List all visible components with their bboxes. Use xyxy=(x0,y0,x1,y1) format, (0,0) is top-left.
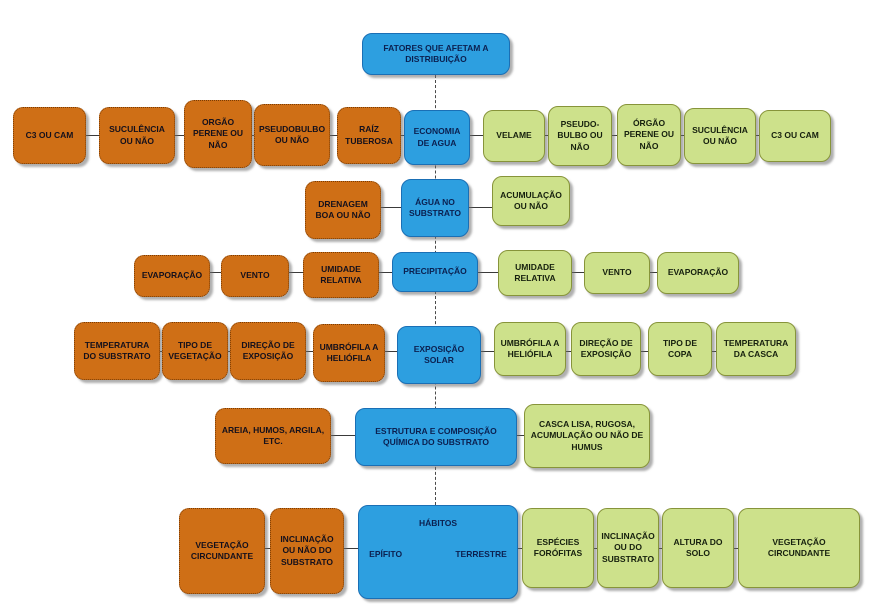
node-label: SUCULÊNCIA OU NÃO xyxy=(692,124,748,146)
node-acumulacao-ou-nao: ACUMULAÇÃO OU NÃO xyxy=(492,176,570,226)
node-fatores-que-afetam: FATORES QUE AFETAM A DISTRIBUIÇÃO xyxy=(362,33,510,75)
node-umbrofila-a-heliofila-left: UMBRÓFILA A HELIÓFILA xyxy=(313,324,385,382)
node-label: UMBRÓFILA A HELIÓFILA xyxy=(319,341,379,363)
node-label: VEGETAÇÃO CIRCUNDANTE xyxy=(767,536,831,558)
node-c3-ou-cam-left: C3 OU CAM xyxy=(13,107,86,164)
node-label: ÓRGÃO PERENE OU NÃO xyxy=(623,118,675,151)
node-label: ORGÃO PERENE OU NÃO xyxy=(192,117,244,150)
node-label: PSEUDO-BULBO OU NÃO xyxy=(557,119,603,152)
node-evaporacao-left: EVAPORAÇÃO xyxy=(134,255,210,297)
node-precipitacao: PRECIPITAÇÃO xyxy=(392,252,478,292)
node-vegetacao-circundante-left: VEGETAÇÃO CIRCUNDANTE xyxy=(179,508,265,594)
node-label: ECONOMIA DE AGUA xyxy=(413,126,461,148)
node-raiz-tuberosa: RAÍZ TUBEROSA xyxy=(337,107,401,164)
node-tipo-de-vegetacao: TIPO DE VEGETAÇÃO xyxy=(162,322,228,380)
node-label: TIPO DE COPA xyxy=(662,337,697,359)
node-label: ALTURA DO SOLO xyxy=(673,536,723,558)
node-c3-ou-cam-right: C3 OU CAM xyxy=(759,110,831,162)
node-areia-humos-argila: AREIA, HUMOS, ARGILA, ETC. xyxy=(215,408,331,464)
node-label: ACUMULAÇÃO OU NÃO xyxy=(500,189,562,211)
node-tipo-de-copa: TIPO DE COPA xyxy=(648,322,712,376)
node-label: VELAME xyxy=(496,130,532,141)
node-label: DIREÇÃO DE EXPOSIÇÃO xyxy=(579,337,633,359)
node-sublabel-row: EPÍFITO TERRESTRE xyxy=(367,549,509,560)
node-estrutura-e-composicao-quimica: ESTRUTURA E COMPOSIÇÃO QUÍMICA DO SUBSTR… xyxy=(355,408,517,466)
node-altura-do-solo: ALTURA DO SOLO xyxy=(662,508,734,588)
node-label: ÁGUA NO SUBSTRATO xyxy=(408,196,462,218)
node-label: INCLINAÇÃO OU NÃO DO SUBSTRATO xyxy=(280,534,334,567)
node-direcao-de-exposicao-left: DIREÇÃO DE EXPOSIÇÃO xyxy=(230,322,306,380)
node-label: C3 OU CAM xyxy=(771,130,819,141)
node-label: CASCA LISA, RUGOSA, ACUMULAÇÃO OU NÃO DE… xyxy=(530,419,644,452)
node-label: EXPOSIÇÃO SOLAR xyxy=(413,343,465,365)
node-label: PRECIPITAÇÃO xyxy=(403,266,467,277)
node-label: VENTO xyxy=(240,270,270,281)
node-inclinacao-ou-do-substrato: INCLINAÇÃO OU DO SUBSTRATO xyxy=(597,508,659,588)
node-label: PSEUDOBULBO OU NÃO xyxy=(258,123,326,145)
node-vento-right: VENTO xyxy=(584,252,650,294)
node-pseudo-bulbo-ou-nao-right: PSEUDO-BULBO OU NÃO xyxy=(548,106,612,166)
node-umbrofila-a-heliofila-right: UMBRÓFILA A HELIÓFILA xyxy=(494,322,566,376)
horizontal-connector-line xyxy=(230,548,810,549)
node-label: SUCULÊNCIA OU NÃO xyxy=(109,124,165,146)
node-label: TEMPERATURA DA CASCA xyxy=(723,337,789,359)
node-label: HÁBITOS xyxy=(418,518,458,528)
node-label: RAÍZ TUBEROSA xyxy=(345,124,393,146)
node-economia-de-agua: ECONOMIA DE AGUA xyxy=(404,110,470,165)
node-label: EVAPORAÇÃO xyxy=(141,270,203,281)
node-velame: VELAME xyxy=(483,110,545,162)
node-inclinacao-ou-nao-do-substrato: INCLINAÇÃO OU NÃO DO SUBSTRATO xyxy=(270,508,344,594)
node-label: FATORES QUE AFETAM A DISTRIBUIÇÃO xyxy=(383,42,489,64)
node-orgao-perene-ou-nao-left: ORGÃO PERENE OU NÃO xyxy=(184,100,252,168)
node-vento-left: VENTO xyxy=(221,255,289,297)
node-label: UMIDADE RELATIVA xyxy=(514,261,556,283)
node-drenagem-boa-ou-nao: DRENAGEM BOA OU NÃO xyxy=(305,181,381,239)
node-sublabel: TERRESTRE xyxy=(455,549,507,560)
node-exposicao-solar: EXPOSIÇÃO SOLAR xyxy=(397,326,481,384)
node-pseudobulbo-ou-nao-left: PSEUDOBULBO OU NÃO xyxy=(254,104,330,166)
node-label: TEMPERATURA DO SUBSTRATO xyxy=(83,339,151,361)
node-casca-lisa-rugosa: CASCA LISA, RUGOSA, ACUMULAÇÃO OU NÃO DE… xyxy=(524,404,650,468)
node-umidade-relativa-right: UMIDADE RELATIVA xyxy=(498,250,572,296)
node-suculencia-ou-nao-left: SUCULÊNCIA OU NÃO xyxy=(99,107,175,164)
node-label: UMIDADE RELATIVA xyxy=(320,263,362,285)
node-temperatura-da-casca: TEMPERATURA DA CASCA xyxy=(716,322,796,376)
node-agua-no-substrato: ÁGUA NO SUBSTRATO xyxy=(401,179,469,237)
node-suculencia-ou-nao-right: SUCULÊNCIA OU NÃO xyxy=(684,108,756,164)
node-label: DRENAGEM BOA OU NÃO xyxy=(315,198,371,220)
node-evaporacao-right: EVAPORAÇÃO xyxy=(657,252,739,294)
node-label: TIPO DE VEGETAÇÃO xyxy=(168,339,222,361)
node-temperatura-do-substrato: TEMPERATURA DO SUBSTRATO xyxy=(74,322,160,380)
node-label: C3 OU CAM xyxy=(25,129,74,140)
node-habitos: HÁBITOS EPÍFITO TERRESTRE xyxy=(358,505,518,599)
node-vegetacao-circundante-right: VEGETAÇÃO CIRCUNDANTE xyxy=(738,508,860,588)
node-label: EVAPORAÇÃO xyxy=(667,267,729,278)
node-especies-forofitas: ESPÉCIES FORÓFITAS xyxy=(522,508,594,588)
node-sublabel: EPÍFITO xyxy=(369,549,403,560)
node-direcao-de-exposicao-right: DIREÇÃO DE EXPOSIÇÃO xyxy=(571,322,641,376)
node-label: VEGETAÇÃO CIRCUNDANTE xyxy=(190,539,254,561)
node-label: INCLINAÇÃO OU DO SUBSTRATO xyxy=(601,531,655,564)
node-label: ESTRUTURA E COMPOSIÇÃO QUÍMICA DO SUBSTR… xyxy=(375,425,497,447)
node-label: VENTO xyxy=(602,267,632,278)
node-label: UMBRÓFILA A HELIÓFILA xyxy=(500,337,560,359)
node-orgao-perene-ou-nao-right: ÓRGÃO PERENE OU NÃO xyxy=(617,104,681,166)
node-label: AREIA, HUMOS, ARGILA, ETC. xyxy=(221,424,325,446)
node-label: DIREÇÃO DE EXPOSIÇÃO xyxy=(241,339,295,361)
node-label: ESPÉCIES FORÓFITAS xyxy=(533,536,583,558)
node-umidade-relativa-left: UMIDADE RELATIVA xyxy=(303,252,379,298)
